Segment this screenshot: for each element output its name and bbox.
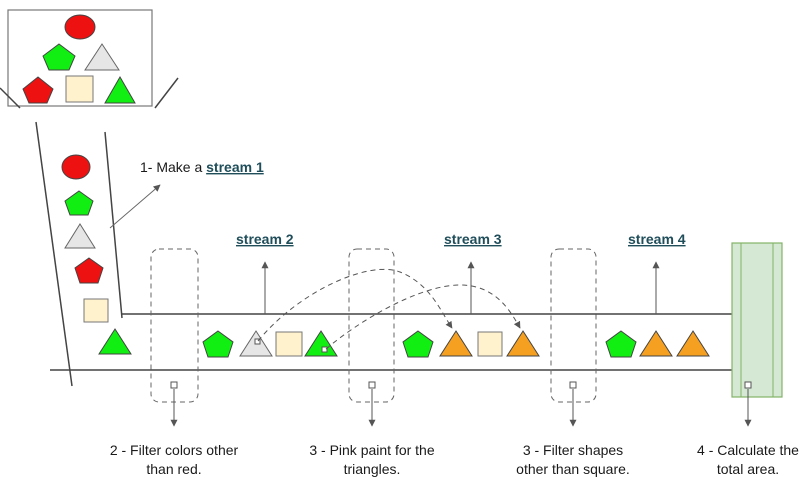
stream2-cream-square — [275, 331, 303, 357]
stream3-label[interactable]: stream 3 — [444, 231, 502, 247]
stream1-green-triangle — [98, 328, 132, 355]
source-red-pentagon — [22, 76, 54, 104]
stream3-orange-triangle-2 — [506, 330, 540, 357]
stream1-red-pentagon — [74, 257, 104, 284]
stream3-orange-triangle-1 — [439, 330, 473, 357]
source-cream-square — [65, 75, 94, 103]
filter-shapes-port — [569, 381, 577, 389]
funnel-line-right-top — [154, 77, 179, 109]
stream1-green-pentagon — [64, 190, 94, 216]
stream4-green-pentagon — [605, 330, 637, 358]
stream4-label[interactable]: stream 4 — [628, 231, 686, 247]
triangle-paint-path-1 — [257, 268, 453, 342]
filter-shapes-caption-1: 3 - Filter shapes — [523, 442, 623, 458]
total-area-port — [744, 381, 752, 389]
pink-paint-box — [348, 248, 395, 403]
filter-shapes-box — [550, 248, 597, 403]
stream1-gray-triangle — [64, 223, 96, 249]
make-stream-arrow — [109, 184, 161, 229]
stream2-green-pentagon — [202, 330, 234, 358]
funnel-line-left — [35, 121, 73, 387]
triangle-paint-path-2 — [325, 284, 521, 350]
stream1-cream-square — [83, 298, 109, 323]
stream3-green-pentagon — [402, 330, 434, 358]
stream1-red-circle — [61, 154, 91, 180]
stream3-cream-square — [477, 331, 503, 357]
stream2-green-triangle — [304, 330, 338, 357]
filter-shapes-caption-2: other than square. — [516, 461, 630, 477]
filter-colors-box — [150, 248, 199, 403]
pink-paint-caption-1: 3 - Pink paint for the — [309, 442, 435, 458]
stream4-orange-triangle-1 — [639, 330, 673, 357]
stream2-gray-triangle-port — [254, 338, 261, 345]
filter-colors-caption-2: than red. — [146, 461, 201, 477]
source-red-circle — [64, 14, 96, 40]
calc-area-caption-2: total area. — [717, 461, 779, 477]
stream1-link[interactable]: stream 1 — [206, 159, 264, 175]
make-stream-label: 1- Make a stream 1 — [140, 159, 264, 175]
pink-paint-port — [368, 381, 376, 389]
filter-colors-port — [170, 381, 178, 389]
stream4-orange-triangle-2 — [676, 330, 710, 357]
stream2-label[interactable]: stream 2 — [236, 231, 294, 247]
filter-colors-caption-1: 2 - Filter colors other — [110, 442, 239, 458]
source-gray-triangle — [84, 43, 120, 71]
calc-area-caption-1: 4 - Calculate the — [697, 442, 799, 458]
source-green-triangle — [104, 75, 136, 104]
stream2-green-triangle-port — [321, 346, 328, 353]
total-area-box — [731, 242, 783, 398]
source-green-pentagon — [42, 43, 76, 71]
pink-paint-caption-2: triangles. — [344, 461, 401, 477]
funnel-line-left-top — [0, 87, 21, 109]
